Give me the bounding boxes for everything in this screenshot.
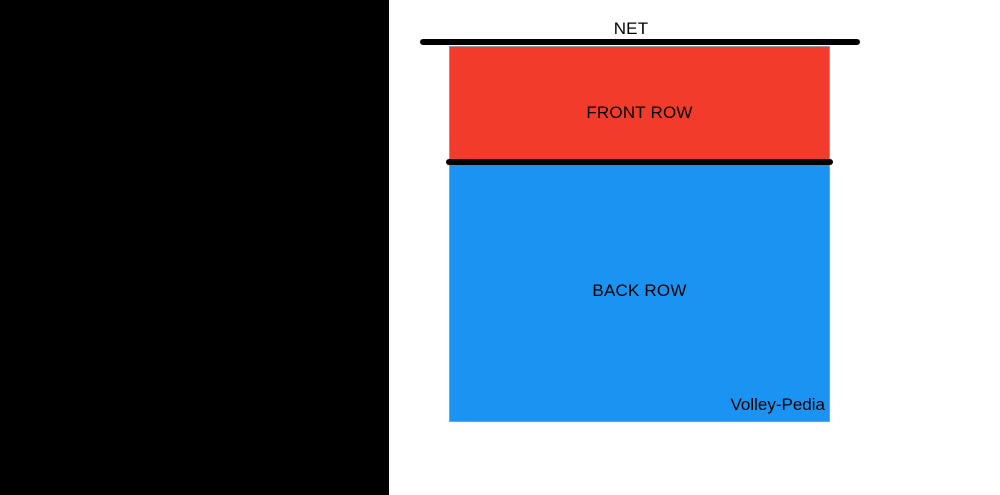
front-row-zone: FRONT ROW [450, 47, 829, 160]
front-row-label: FRONT ROW [586, 102, 693, 122]
net-label: NET [613, 19, 649, 38]
net-line [420, 39, 860, 45]
watermark-label: Volley-Pedia [730, 395, 825, 414]
back-row-zone: BACK ROW Volley-Pedia [450, 160, 829, 421]
attack-line [446, 159, 833, 165]
left-black-panel [0, 0, 389, 495]
court-outline: FRONT ROW BACK ROW Volley-Pedia [446, 46, 833, 422]
back-row-label: BACK ROW [592, 280, 687, 300]
